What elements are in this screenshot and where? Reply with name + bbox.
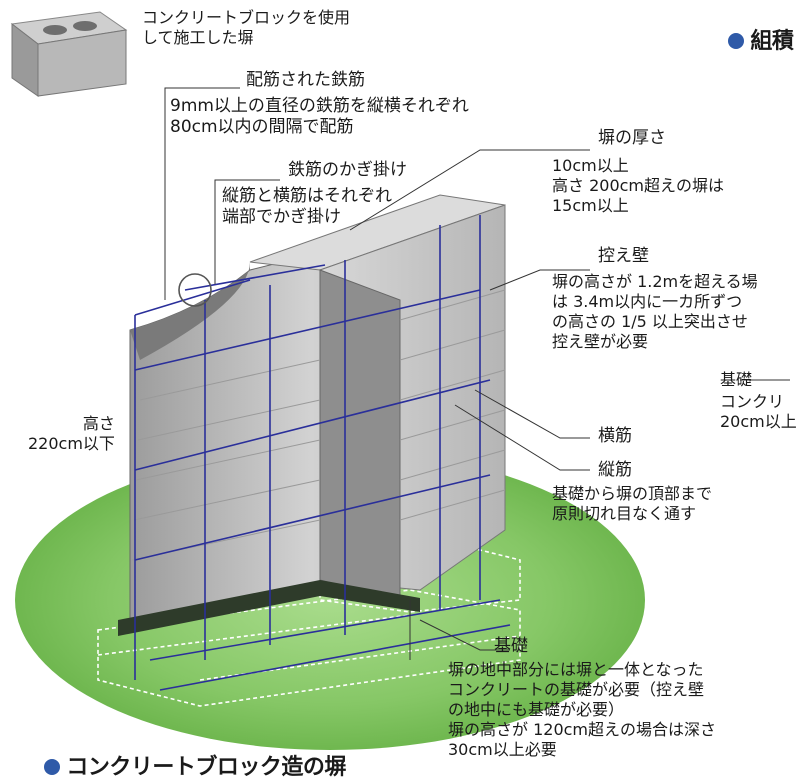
thickness-title: 塀の厚さ [598,128,666,148]
foundation-side-title: 基礎 [720,370,753,389]
rebar-description: 9mm以上の直径の鉄筋を縦横それぞれ 80cm以内の間隔で配筋 [170,96,469,137]
right-heading-text: 組積 [750,29,794,54]
thickness-description: 10cm以上 高さ 200cm超えの塀は 15cm以上 [552,156,725,215]
block-caption: コンクリートブロックを使用 して施工した塀 [142,8,351,47]
bullet-dot-icon [44,759,61,775]
vertical-rebar-description: 基礎から塀の頂部まで 原則切れ目なく通す [552,484,713,523]
buttress-title: 控え壁 [598,246,649,266]
bottom-heading: コンクリートブロック造の塀 [30,736,346,780]
foundation-title: 基礎 [494,636,528,656]
height-label: 高さ 220cm以下 [28,414,115,453]
rebar-title: 配筋された鉄筋 [246,70,365,90]
bottom-heading-text: コンクリートブロック造の塀 [66,755,346,780]
rebar-grid [134,215,511,691]
vertical-rebar-title: 縦筋 [598,460,632,480]
buttress-description: 塀の高さが 1.2mを超える場 は 3.4m以内に一カ所ずつ の高さの 1/5 … [552,272,758,351]
horizontal-rebar-label: 横筋 [598,426,632,446]
rebar-hook-highlight [178,273,212,307]
right-heading: 組積 [714,10,794,54]
hook-description: 縦筋と横筋はそれぞれ 端部でかぎ掛け [222,186,392,227]
foundation-side-description: コンクリ 20cm以上 [720,392,796,431]
foundation-description: 塀の地中部分には塀と一体となった コンクリートの基礎が必要（控え壁 の地中にも基… [448,660,717,759]
block-wall [118,194,506,636]
hook-title: 鉄筋のかぎ掛け [288,160,407,180]
leader-lines [164,87,790,660]
bullet-dot-icon [728,33,745,49]
concrete-block-icon [10,11,128,97]
